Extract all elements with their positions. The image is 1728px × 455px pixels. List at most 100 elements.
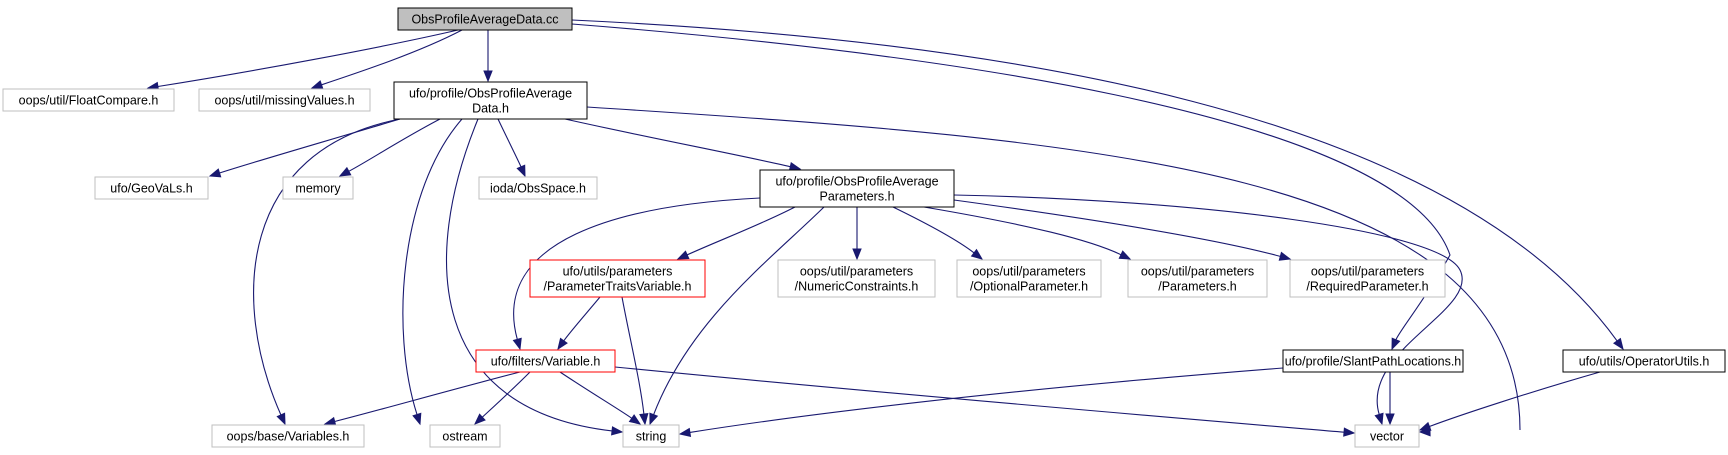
node-label: oops/util/parameters — [972, 265, 1085, 279]
edge-line — [571, 19, 1618, 342]
node-box — [529, 259, 706, 298]
nodes-layer: ObsProfileAverageData.cc oops/util/FloatC… — [2, 7, 1726, 448]
node-label: Data.h — [472, 102, 509, 116]
edge-line — [686, 206, 796, 256]
node-label: vector — [1370, 430, 1404, 444]
node-label: ufo/filters/Variable.h — [491, 355, 601, 369]
node-label: /OptionalParameter.h — [970, 280, 1088, 294]
arrowhead-icon — [788, 161, 802, 172]
node-string: string — [622, 424, 680, 448]
arrowhead-icon — [516, 164, 526, 178]
node-label: ufo/utils/OperatorUtils.h — [1579, 355, 1710, 369]
edge-averagedata-h-to-geovals — [208, 118, 401, 178]
edge-root-to-floatcompare — [146, 29, 459, 92]
arrowhead-icon — [676, 250, 690, 260]
edge-line — [402, 118, 463, 415]
node-label: ufo/GeoVaLs.h — [110, 182, 193, 196]
arrowhead-icon — [970, 248, 984, 260]
node-label: oops/util/FloatCompare.h — [19, 94, 159, 108]
edge-line — [481, 371, 531, 418]
edge-averageparams-to-numericconstraints — [852, 206, 862, 261]
node-label: ufo/profile/SlantPathLocations.h — [1285, 355, 1462, 369]
node-label: ufo/profile/ObsProfileAverage — [409, 87, 572, 101]
edge-root-to-missingvalues — [310, 29, 463, 90]
node-box — [94, 176, 209, 200]
arrowhead-icon — [628, 414, 642, 425]
node-label: ioda/ObsSpace.h — [490, 182, 586, 196]
edge-line — [563, 296, 601, 342]
node-numericconstraints: oops/util/parameters/NumericConstraints.… — [777, 259, 936, 298]
arrowhead-icon — [1613, 337, 1624, 351]
arrowhead-icon — [678, 427, 692, 438]
node-requiredparameter: oops/util/parameters/RequiredParameter.h — [1289, 259, 1446, 298]
edge-variable-to-string — [559, 371, 642, 425]
node-paramtraits[interactable]: ufo/utils/parameters/ParameterTraitsVari… — [529, 259, 706, 298]
node-box — [777, 259, 936, 298]
edge-line — [953, 194, 1463, 415]
node-variable[interactable]: ufo/filters/Variable.h — [475, 349, 616, 373]
node-box — [1127, 259, 1268, 298]
node-label: /ParameterTraitsVariable.h — [544, 280, 692, 294]
edge-line — [614, 366, 1345, 433]
node-label: ufo/profile/ObsProfileAverage — [775, 175, 938, 189]
node-ostream: ostream — [429, 424, 501, 448]
edge-slantpath-to-string — [678, 367, 1284, 438]
edge-line — [559, 371, 633, 419]
edge-line — [497, 118, 522, 168]
edge-line — [953, 199, 1281, 257]
edge-line — [892, 206, 975, 254]
node-box — [1562, 349, 1726, 373]
node-floatcompare: oops/util/FloatCompare.h — [2, 88, 175, 112]
arrowhead-icon — [512, 337, 522, 351]
node-root[interactable]: ObsProfileAverageData.cc — [397, 7, 573, 31]
node-box — [397, 7, 573, 31]
node-label: /Parameters.h — [1158, 280, 1237, 294]
edge-root-to-operatorutils — [571, 19, 1624, 351]
node-label: memory — [295, 182, 341, 196]
arrowhead-icon — [338, 166, 352, 177]
arrowhead-icon — [323, 416, 337, 426]
edge-paramtraits-to-string — [621, 296, 649, 426]
node-box — [429, 424, 501, 448]
arrowhead-icon — [310, 80, 324, 90]
edge-variable-to-ostream — [474, 371, 531, 425]
edge-averagedata-h-to-string — [445, 118, 624, 436]
edge-slantpath-to-vector — [1385, 372, 1395, 426]
node-vector: vector — [1354, 424, 1420, 448]
node-label: ostream — [442, 430, 487, 444]
arrowhead-icon — [649, 412, 659, 426]
node-label: oops/util/parameters — [1311, 265, 1424, 279]
arrowhead-icon — [1391, 337, 1401, 351]
edge-averageparams-to-optionalparameter — [892, 206, 984, 260]
node-box — [2, 88, 175, 112]
node-box — [1354, 424, 1420, 448]
arrowhead-icon — [1278, 251, 1292, 261]
edge-line — [621, 296, 645, 415]
arrowhead-icon — [1118, 250, 1132, 260]
edge-averagedata-h-to-averageparams — [564, 118, 802, 172]
edge-variable-to-vector — [614, 366, 1356, 437]
edge-line — [564, 118, 791, 168]
edge-averagedata-h-to-obsspace — [497, 118, 526, 178]
edge-averageparams-to-paramtraits — [676, 206, 796, 260]
edge-line — [253, 118, 401, 416]
node-slantpath[interactable]: ufo/profile/SlantPathLocations.h — [1282, 349, 1464, 373]
node-averageparams[interactable]: ufo/profile/ObsProfileAverageParameters.… — [759, 169, 955, 208]
node-box — [282, 176, 354, 200]
node-operatorutils[interactable]: ufo/utils/OperatorUtils.h — [1562, 349, 1726, 373]
node-box — [475, 349, 616, 373]
edge-line — [219, 118, 401, 174]
node-averagedata-h[interactable]: ufo/profile/ObsProfileAverageData.h — [393, 81, 588, 120]
edge-averagedata-h-to-memory — [338, 118, 441, 177]
arrowhead-icon — [852, 248, 862, 261]
edge-line — [445, 118, 613, 432]
node-box — [393, 81, 588, 120]
edge-root-to-slantpath — [571, 23, 1451, 351]
edge-line — [653, 206, 825, 415]
arrowhead-icon — [557, 337, 568, 351]
arrowhead-icon — [1343, 427, 1356, 437]
edge-line — [689, 367, 1284, 433]
arrowhead-icon — [1385, 413, 1395, 426]
arrowhead-icon — [483, 70, 493, 83]
